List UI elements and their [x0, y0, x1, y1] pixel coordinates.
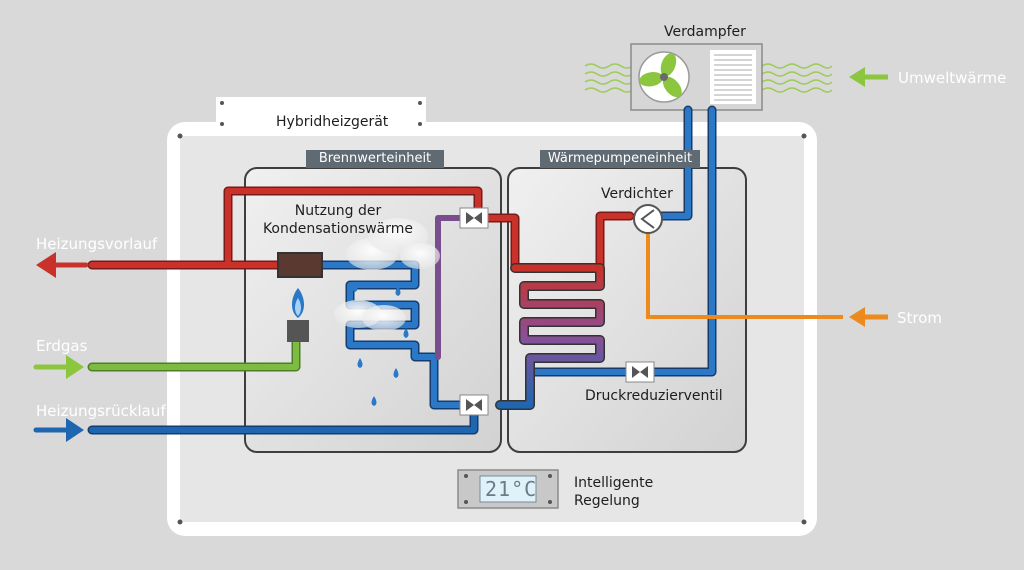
steam-clouds — [334, 218, 440, 331]
regelung-label-line1: Intelligente — [574, 475, 654, 491]
heizungsvorlauf-label: Heizungsvorlauf — [36, 235, 158, 253]
condensate-droplets — [352, 282, 409, 406]
valve-bottom-icon — [459, 394, 489, 416]
nutzung-label-line1: Nutzung der — [294, 203, 382, 219]
verdichter-compressor — [633, 204, 663, 234]
erdgas-pipe — [33, 335, 301, 379]
umweltwaerme-label: Umweltwärme — [898, 69, 1007, 87]
druckreduzierventil-icon — [625, 361, 655, 383]
strom-label: Strom — [897, 309, 943, 327]
waermepumpeneinheit-box — [507, 167, 747, 453]
erdgas-label: Erdgas — [36, 337, 88, 355]
refrigerant-pipes — [530, 105, 717, 377]
umweltwaerme-arrow — [849, 67, 888, 87]
burner-heat-exchanger — [277, 252, 323, 278]
hybridheizgeraet-title: Hybridheizgerät — [276, 114, 389, 130]
waermepumpeneinheit-tag: Wärmepumpeneinheit — [540, 150, 700, 168]
valve-top-icon — [459, 207, 489, 229]
controller-panel — [457, 469, 559, 509]
burner — [287, 288, 309, 342]
brennwerteinheit-tag: Brennwerteinheit — [306, 150, 444, 168]
druckreduzierventil-label: Druckreduzierventil — [585, 388, 723, 404]
heizungsvorlauf-pipe — [36, 186, 635, 278]
verdichter-label: Verdichter — [601, 186, 673, 202]
heat-exchanger — [495, 263, 605, 410]
temperature-display: 21°C — [485, 477, 538, 501]
nutzung-label-line2: Kondensationswärme — [262, 221, 414, 237]
regelung-label-line2: Regelung — [574, 493, 640, 509]
verdampfer-label: Verdampfer — [664, 24, 746, 40]
heizungsruecklauf-label: Heizungsrücklauf — [36, 402, 166, 420]
strom-line — [646, 226, 888, 327]
title-plate — [216, 97, 426, 130]
verdampfer-unit — [630, 43, 763, 111]
